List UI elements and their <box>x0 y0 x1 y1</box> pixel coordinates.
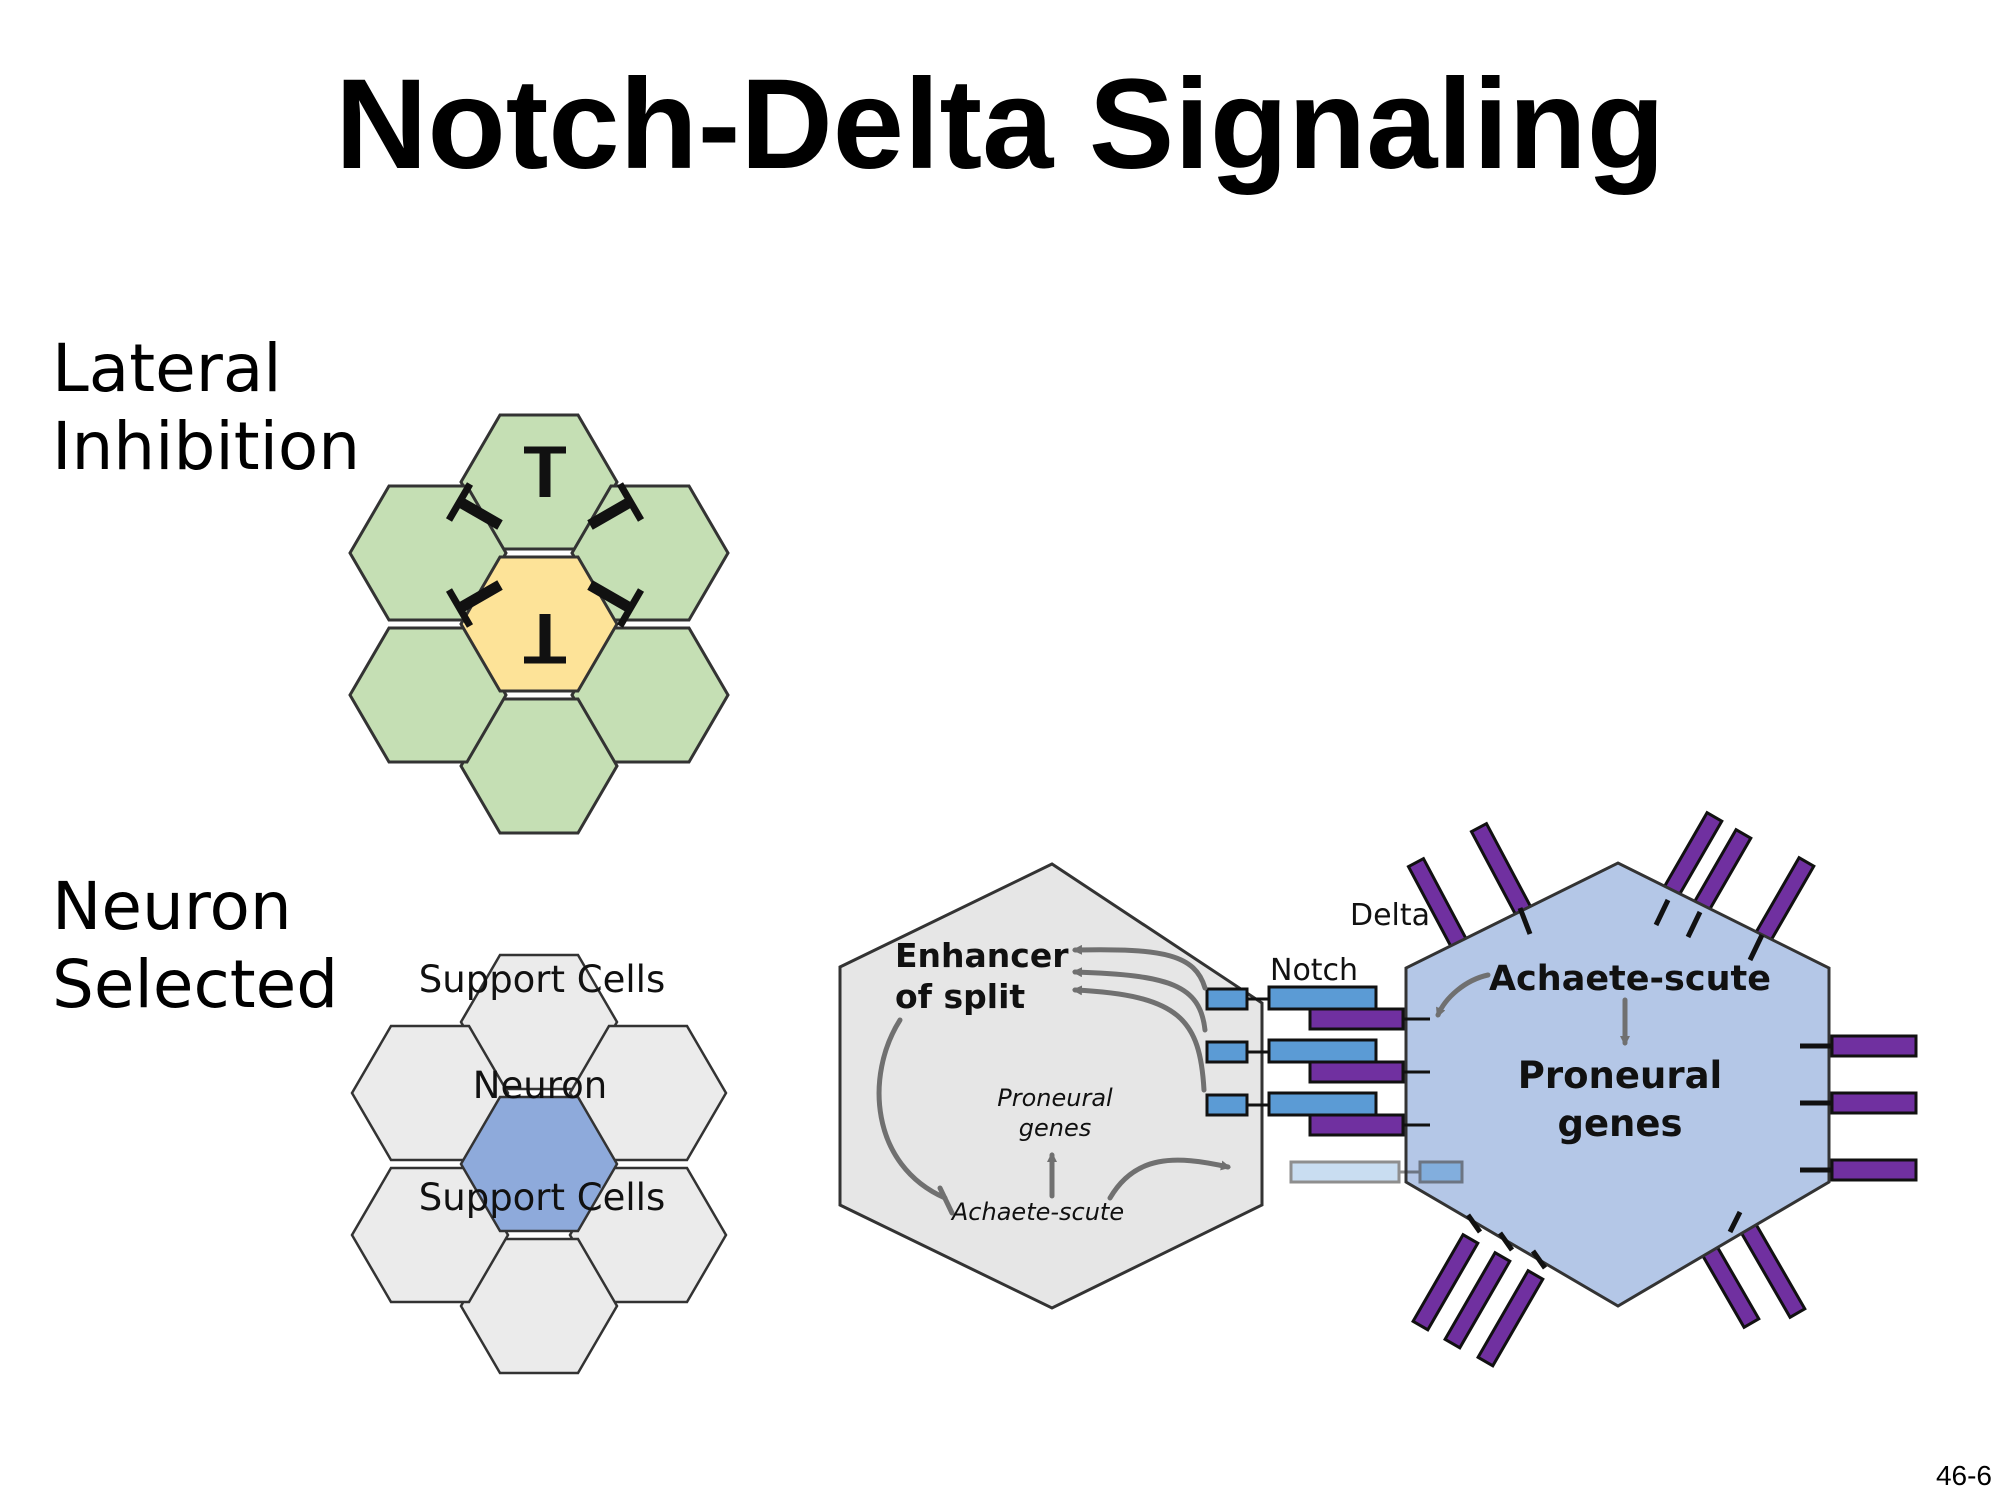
lateral-inhibition-label-line2: Inhibition <box>52 407 361 485</box>
delta-ligand-icon <box>1830 1158 1918 1182</box>
inhibition-bar-icon <box>445 482 503 530</box>
sending-proneural-line2: genes <box>1557 1102 1682 1145</box>
inhibition-symbols <box>445 446 645 664</box>
delta-ligand-icon <box>1830 1034 1918 1058</box>
sending-proneural-line1: Proneural <box>1518 1054 1722 1097</box>
inhibition-bar-icon <box>524 446 566 497</box>
sending-achaete-scute: Achaete-scute <box>1489 959 1771 999</box>
inactive-notch-receptor <box>1289 1160 1464 1184</box>
neuron-selected-label: Neuron Selected <box>52 868 338 1024</box>
receiving-cell-arrows <box>876 944 1231 1216</box>
arrow-icon <box>1072 944 1208 991</box>
neighbor-cell-upper-right <box>570 484 730 622</box>
support-cell-bottom <box>459 1237 619 1375</box>
delta-label: Delta <box>1350 898 1430 933</box>
delta-ligand-icon <box>1308 1007 1405 1031</box>
neuron-label: Neuron <box>473 1064 607 1107</box>
neuron-selected-label-line1: Neuron <box>52 868 292 945</box>
neuron-selected-diagram: Support Cells Neuron Support Cells <box>350 953 728 1375</box>
delta-ligand-icon <box>1476 1268 1545 1368</box>
notch-receptor-icon <box>1267 1038 1378 1064</box>
receiving-proneural-line2: genes <box>1019 1114 1091 1142</box>
notch-receptor-icon <box>1267 985 1378 1011</box>
enhancer-of-split-line1: Enhancer <box>895 936 1069 975</box>
inhibition-bar-icon <box>587 482 645 530</box>
lateral-inhibition-diagram <box>348 413 730 835</box>
neighbor-cell-bottom <box>459 697 619 835</box>
inhibition-line-icon <box>876 1017 948 1201</box>
receiving-achaete-scute: Achaete-scute <box>950 1198 1124 1226</box>
notch-receptor-icon <box>1205 1093 1249 1117</box>
slide-number: 46-6 <box>1935 1460 1992 1491</box>
support-cell-lower-right <box>568 1166 728 1304</box>
bound-delta-ligands <box>1308 1007 1430 1137</box>
signaling-detail-diagram: Enhancer of split Proneural genes Achaet… <box>838 810 1918 1368</box>
arrow-icon <box>1107 1157 1231 1201</box>
delta-ligand-icon <box>1308 1113 1405 1137</box>
notch-receptor-icon <box>1267 1091 1378 1117</box>
notch-receptor-icon <box>1205 987 1249 1011</box>
slide-title: Notch-Delta Signaling <box>335 53 1665 196</box>
notch-label: Notch <box>1270 953 1358 988</box>
arrow-icon <box>1072 985 1207 1093</box>
inhibition-bar-icon <box>445 580 503 628</box>
neuron-selected-label-line2: Selected <box>52 945 339 1023</box>
neuron-cell <box>459 1095 619 1233</box>
neighbor-cell-lower-right <box>570 626 730 764</box>
receiving-proneural-line1: Proneural <box>997 1084 1113 1112</box>
delta-ligand-icon <box>1411 1232 1480 1332</box>
enhancer-of-split-line2: of split <box>895 977 1025 1016</box>
delta-ligand-icon <box>1443 1250 1512 1350</box>
inactive-notch-icon <box>1289 1160 1401 1184</box>
delta-stalks <box>1465 898 1832 1270</box>
delta-ligand-icon <box>1469 821 1536 922</box>
inhibition-bar-icon <box>937 1185 955 1216</box>
inhibition-bar-icon <box>587 580 645 628</box>
delta-ligand-icon <box>1308 1060 1405 1084</box>
inactive-notch-icon <box>1418 1160 1464 1184</box>
inhibition-bar-icon <box>524 614 566 664</box>
support-cell-upper-right <box>568 1024 728 1162</box>
delta-ligand-icon <box>1830 1091 1918 1115</box>
arrow-icon <box>1435 972 1491 1018</box>
arrow-icon <box>1072 967 1208 1033</box>
sending-cell <box>1404 861 1831 1308</box>
lateral-inhibition-label-line1: Lateral <box>52 330 282 407</box>
lateral-inhibition-label: Lateral Inhibition <box>52 330 360 486</box>
support-cells-top-label: Support Cells <box>419 958 665 1001</box>
sending-cell-arrows <box>1435 972 1630 1046</box>
notch-receptors <box>1205 985 1378 1117</box>
notch-receptor-icon <box>1205 1040 1249 1064</box>
support-cells-bottom-label: Support Cells <box>419 1176 665 1219</box>
